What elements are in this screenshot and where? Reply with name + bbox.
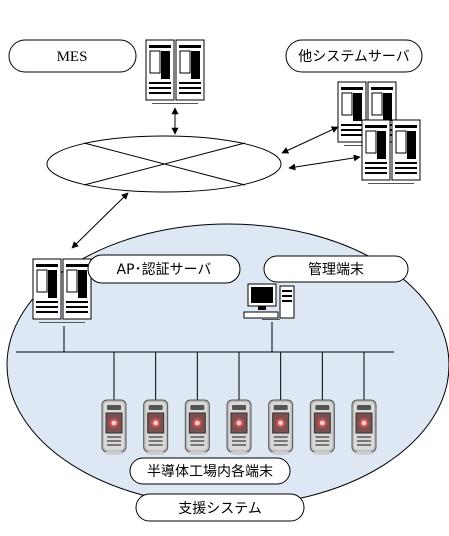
other-servers-label-box: 他システムサーバ [285, 39, 423, 73]
arrow-network-other-1 [281, 126, 339, 154]
management-terminal-label-box: 管理端末 [263, 255, 409, 283]
ap-auth-server-label: AP･認証サーバ [117, 262, 212, 278]
support-system-label: 支援システム [178, 501, 262, 517]
mes-label-box: MES [8, 39, 137, 73]
desktop-pc-icon [243, 283, 295, 320]
arrow-network-other-2 [288, 154, 361, 171]
handheld-terminal-icon [226, 399, 252, 456]
factory-terminals-label-box: 半導体工場内各端末 [129, 457, 291, 485]
management-terminal-label: 管理端末 [308, 262, 364, 278]
factory-terminals-label: 半導体工場内各端末 [147, 464, 273, 480]
handheld-terminal-icon [143, 399, 169, 456]
mes-server-icon [145, 39, 205, 105]
support-system-label-box: 支援システム [135, 493, 305, 522]
other-servers-label: 他システムサーバ [298, 49, 409, 65]
network-cloud-icon [46, 135, 282, 193]
handheld-terminal-icon [184, 399, 210, 456]
terminal-group [101, 352, 377, 456]
handheld-terminal-icon [309, 399, 335, 456]
mes-label: MES [57, 49, 88, 65]
handheld-terminal-icon [101, 399, 127, 456]
handheld-terminal-icon [268, 399, 294, 456]
handheld-terminal-icon [351, 399, 377, 456]
ap-auth-server-label-box: AP･認証サーバ [87, 254, 241, 284]
arrow-network-ap [71, 192, 129, 249]
